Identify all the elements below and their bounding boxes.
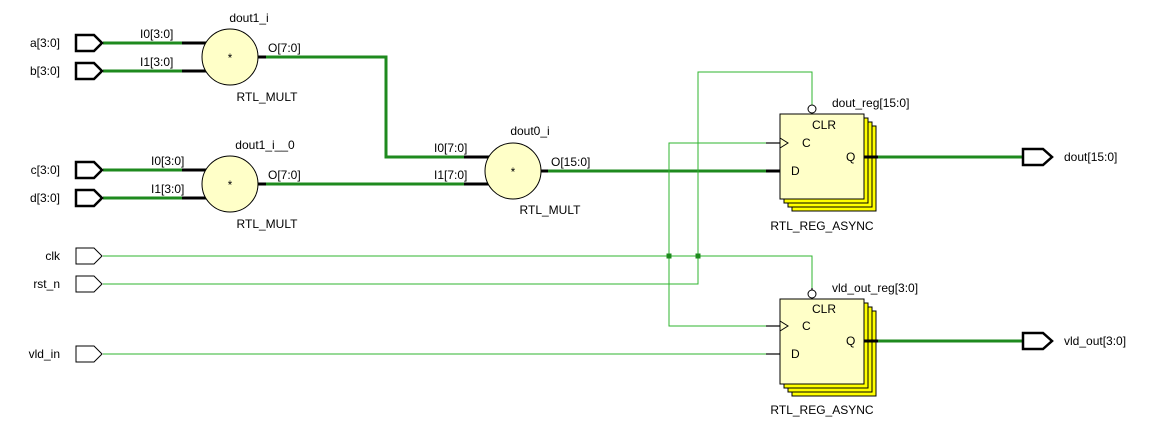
port-rst-n[interactable]: rst_n [33,275,103,293]
port-dout[interactable]: dout[15:0] [1021,147,1117,167]
reg2-type: RTL_REG_ASYNC [770,403,873,417]
mult-dout1-i-0[interactable]: * dout1_i__0 I0[3:0] I1[3:0] O[7:0] RTL_… [151,138,301,231]
mult2-type: RTL_MULT [237,217,299,231]
reg1-clr-pin: CLR [812,118,836,132]
mult3-in1-pin: I1[7:0] [434,168,467,182]
mult1-op: * [228,53,233,65]
port-vld-in[interactable]: vld_in [29,345,103,363]
reg2-q-pin: Q [846,334,855,348]
port-a-label: a[3:0] [30,36,60,50]
mult-dout1-i[interactable]: * dout1_i I0[3:0] I1[3:0] O[7:0] RTL_MUL… [140,11,301,104]
port-d[interactable]: d[3:0] [30,188,104,208]
port-c-label: c[3:0] [31,163,60,177]
mult2-in0-pin: I0[3:0] [151,154,184,168]
mult-dout0-i[interactable]: * dout0_i I0[7:0] I1[7:0] O[15:0] RTL_MU… [434,124,590,217]
mult3-instance: dout0_i [510,124,549,138]
reg1-d-pin: D [791,164,800,178]
reg1-clk-pin: C [802,136,811,150]
mult1-out-pin: O[7:0] [268,41,301,55]
wire-rst-n[interactable] [103,71,813,285]
reg-vld-out-reg[interactable]: CLR C D Q vld_out_reg[3:0] RTL_REG_ASYNC [766,281,918,417]
mult3-type: RTL_MULT [520,203,582,217]
mult1-type: RTL_MULT [237,90,299,104]
port-vld-out[interactable]: vld_out[3:0] [1021,331,1126,351]
port-clk-label: clk [45,249,61,263]
wire-clk-branch-2[interactable] [668,256,780,327]
port-clk[interactable]: clk [45,247,103,265]
mult1-in0-pin: I0[3:0] [140,27,173,41]
input-ports: a[3:0] b[3:0] c[3:0] d[3:0] clk rst_n vl… [29,33,104,363]
mult3-in0-pin: I0[7:0] [434,141,467,155]
wire-clk[interactable] [103,255,813,295]
reg2-instance: vld_out_reg[3:0] [832,281,918,295]
port-vld-in-label: vld_in [29,347,60,361]
mult2-out-pin: O[7:0] [268,168,301,182]
mult2-op: * [228,180,233,192]
reg2-d-pin: D [791,347,800,361]
output-ports: dout[15:0] vld_out[3:0] [1021,147,1126,351]
wire-clk-branch[interactable] [668,142,780,256]
reg2-clk-pin: C [802,319,811,333]
reg-dout-reg[interactable]: CLR C D Q dout_reg[15:0] RTL_REG_ASYNC [766,96,909,233]
port-d-label: d[3:0] [30,191,60,205]
wire-mult1-out[interactable] [258,55,482,159]
port-c[interactable]: c[3:0] [31,160,104,180]
mult3-op: * [511,167,516,179]
reg1-q-pin: Q [846,150,855,164]
port-rst-n-label: rst_n [33,277,60,291]
port-a[interactable]: a[3:0] [30,33,104,53]
mult1-in1-pin: I1[3:0] [140,55,173,69]
mult3-out-pin: O[15:0] [551,155,590,169]
mult2-instance: dout1_i__0 [235,138,295,152]
reg2-clr-pin: CLR [812,302,836,316]
junction-rst [695,253,701,259]
port-vld-out-label: vld_out[3:0] [1064,334,1126,348]
port-b[interactable]: b[3:0] [30,61,104,81]
port-dout-label: dout[15:0] [1064,150,1117,164]
reg1-type: RTL_REG_ASYNC [770,219,873,233]
junction-clk [666,253,672,259]
mult1-instance: dout1_i [229,11,268,25]
mult2-in1-pin: I1[3:0] [151,182,184,196]
port-b-label: b[3:0] [30,64,60,78]
reg1-instance: dout_reg[15:0] [832,96,909,110]
wires [103,41,1022,355]
